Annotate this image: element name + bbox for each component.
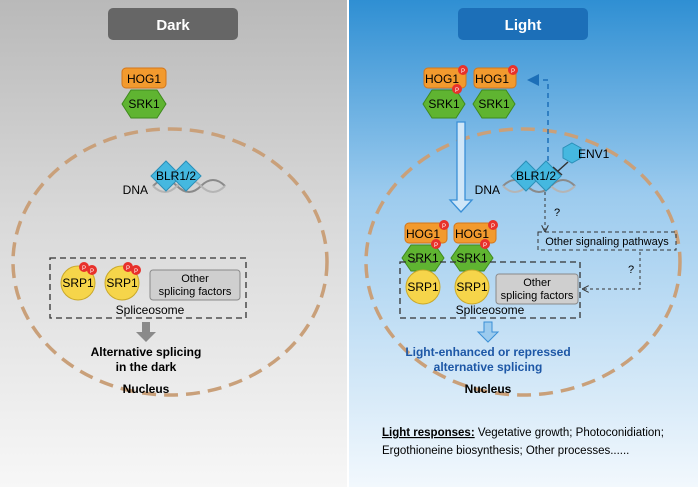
srp1-label: SRP1	[407, 280, 439, 294]
dark-title: Dark	[156, 17, 190, 34]
dark-down-arrow	[136, 322, 156, 342]
light-top-complex-1: HOG1 P SRK1 P	[422, 65, 468, 119]
dark-nucleus-membrane	[11, 127, 329, 397]
hog1-label: HOG1	[127, 72, 161, 86]
other-signaling-box	[537, 231, 677, 251]
srp1-label: SRP1	[106, 276, 138, 290]
other-splicing-line2: splicing factors	[501, 290, 574, 302]
phospho-marker: P	[82, 266, 86, 272]
light-responses-heading: Light responses:	[382, 427, 475, 439]
dark-nucleus-label: Nucleus	[123, 382, 170, 396]
translocation-arrow	[448, 121, 474, 213]
phospho-marker: P	[134, 269, 138, 275]
phospho-marker: P	[90, 269, 94, 275]
phospho-marker: P	[434, 243, 438, 249]
question-mark-1: ?	[554, 207, 560, 219]
dark-blr-dna: BLR1/2 DNA	[123, 160, 226, 197]
other-splicing-line2: splicing factors	[159, 286, 232, 298]
blr-label: BLR1/2	[156, 169, 196, 183]
hog1-label: HOG1	[425, 72, 459, 86]
blr-label: BLR1/2	[516, 169, 556, 183]
srk1-label: SRK1	[456, 251, 488, 265]
dark-panel-background	[0, 0, 347, 487]
phospho-marker: P	[442, 224, 446, 230]
phospho-marker: P	[483, 243, 487, 249]
light-responses-line1-text: Vegetative growth; Photoconidiation;	[475, 427, 664, 439]
hog1-label: HOG1	[406, 227, 440, 241]
srp1-label: SRP1	[62, 276, 94, 290]
light-title-badge: Light	[458, 8, 588, 40]
dna-label: DNA	[475, 183, 500, 197]
srk1-label: SRK1	[407, 251, 439, 265]
question-mark-2: ?	[628, 264, 634, 276]
signaling-to-splicing-arrow	[584, 252, 641, 289]
dark-title-badge: Dark	[108, 8, 238, 40]
light-down-arrow	[476, 321, 500, 343]
srk1-label: SRK1	[128, 97, 160, 111]
dna-label: DNA	[123, 183, 148, 197]
env1-inhibitor: ENV1	[552, 142, 610, 176]
light-blr-dna: BLR1/2 DNA	[475, 160, 576, 197]
blr-to-hog1-arrow	[527, 74, 549, 170]
light-top-complex-2: HOG1 P SRK1	[472, 65, 518, 119]
light-nucleus-membrane	[364, 127, 682, 397]
dark-outcome-line2: in the dark	[116, 360, 177, 374]
dark-spliceosome: SRP1 P P SRP1 P P Other splicing factors…	[49, 257, 247, 319]
light-panel-background	[349, 0, 698, 487]
phospho-marker: P	[126, 266, 130, 272]
srk1-label: SRK1	[478, 97, 510, 111]
srp1-label: SRP1	[456, 280, 488, 294]
dark-outcome-line1: Alternative splicing	[91, 345, 202, 359]
light-responses-line2: Ergothioneine biosynthesis; Other proces…	[382, 445, 629, 457]
dark-hog1-srk1-complex: HOG1 SRK1	[121, 67, 167, 119]
hog1-label: HOG1	[455, 227, 489, 241]
light-outcome-line2: alternative splicing	[434, 360, 543, 374]
env1-label: ENV1	[578, 147, 610, 161]
other-signaling-label: Other signaling pathways	[545, 236, 669, 248]
phospho-marker: P	[511, 69, 515, 75]
other-splicing-line1: Other	[523, 277, 551, 289]
light-title: Light	[505, 17, 542, 34]
other-splicing-line1: Other	[181, 273, 209, 285]
light-nucleus-label: Nucleus	[465, 382, 512, 396]
light-outcome-line1: Light-enhanced or repressed	[405, 345, 570, 359]
light-spliceosome: SRP1 SRP1 Other splicing factors Spliceo…	[399, 261, 581, 319]
hog1-label: HOG1	[475, 72, 509, 86]
srk1-label: SRK1	[428, 97, 460, 111]
phospho-marker: P	[491, 224, 495, 230]
spliceosome-label: Spliceosome	[456, 303, 525, 317]
phospho-marker: P	[455, 88, 459, 94]
light-responses-line1: Light responses: Vegetative growth; Phot…	[382, 427, 664, 439]
phospho-marker: P	[461, 69, 465, 75]
spliceosome-label: Spliceosome	[116, 303, 185, 317]
